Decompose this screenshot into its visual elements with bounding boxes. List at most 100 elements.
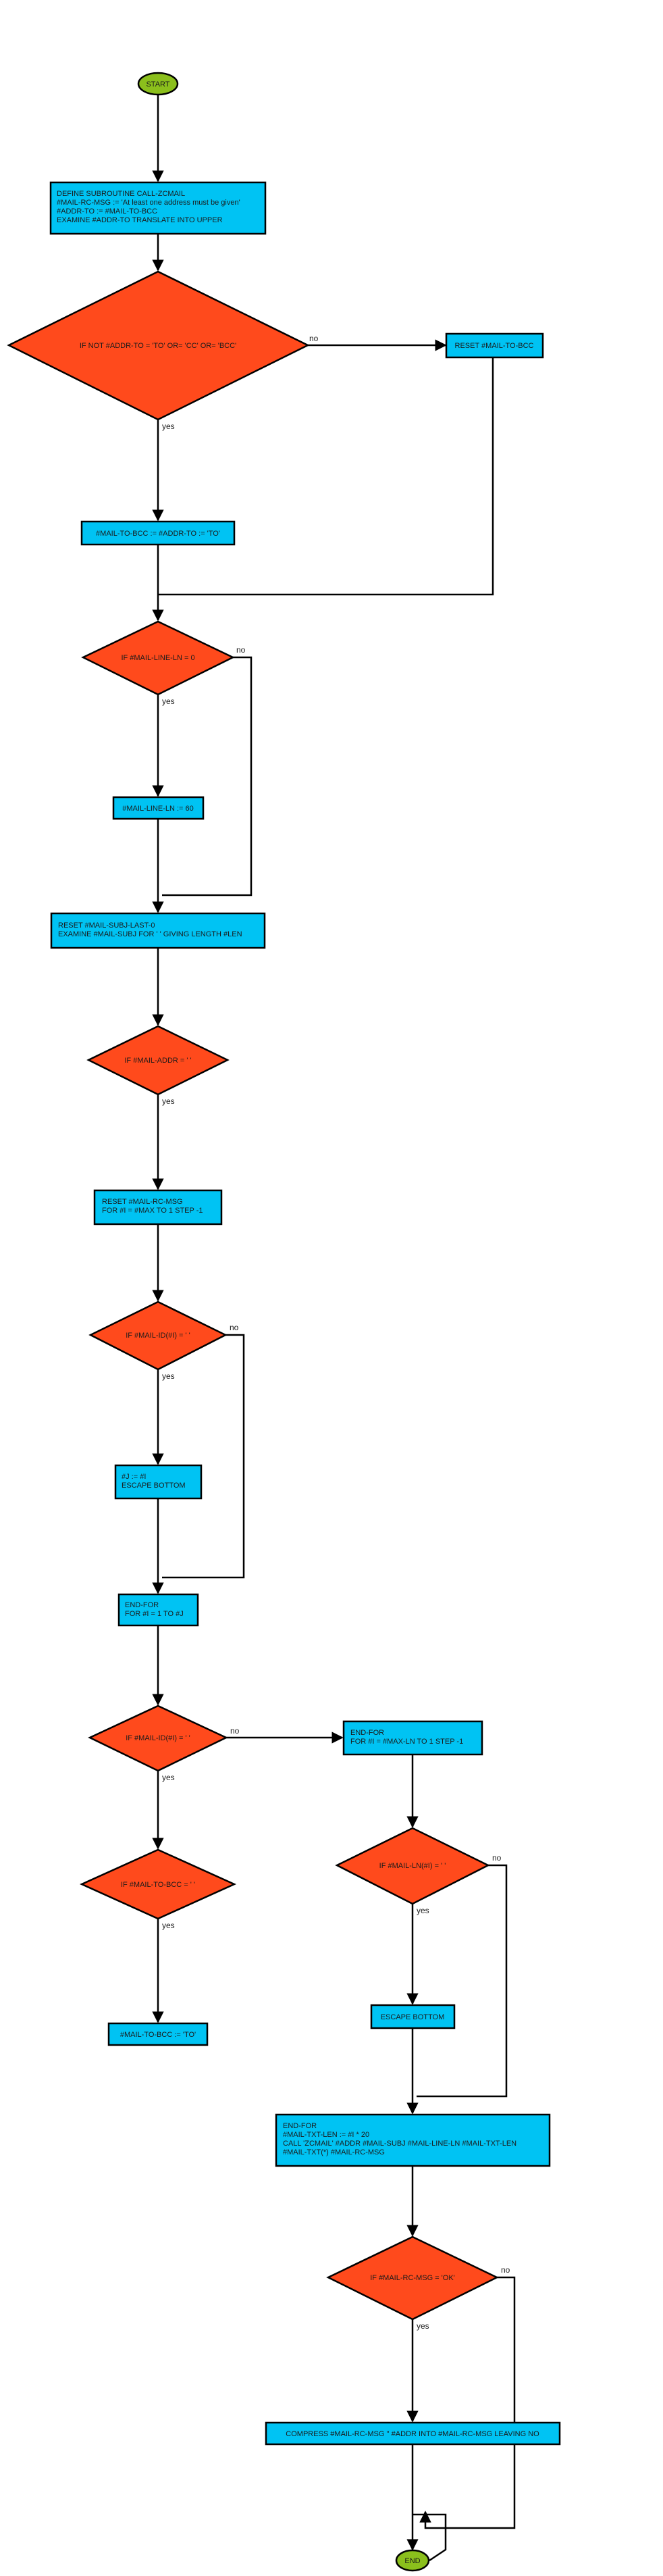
process-shape	[49, 181, 267, 235]
process-escape-bottom-2[interactable]: ESCAPE BOTTOM	[370, 2004, 456, 2029]
process-set-mail-to-bcc[interactable]: #MAIL-TO-BCC := #ADDR-TO := 'TO'	[80, 520, 236, 546]
label-d1-no: no	[309, 334, 319, 343]
process-line: END-FOR	[125, 1601, 159, 1609]
process-shape	[445, 332, 544, 359]
process-line: FOR #I = #MAX TO 1 STEP -1	[102, 1207, 203, 1215]
label-d1-yes: yes	[162, 422, 175, 431]
label-d2-yes: yes	[162, 697, 175, 706]
process-reset-subj[interactable]: RESET #MAIL-SUBJ-LAST-0 EXAMINE #MAIL-SU…	[50, 912, 266, 949]
edge-end-loop	[413, 2513, 447, 2562]
decision-shape	[79, 1848, 237, 1920]
nodes: START DEFINE SUBROUTINE CALL-ZCMAIL #MAI…	[7, 72, 561, 2572]
decision-mail-ln[interactable]: IF #MAIL-LN(#I) = ' '	[335, 1827, 490, 1905]
start-label: START	[146, 80, 169, 89]
process-shape	[114, 1464, 203, 1500]
process-compress[interactable]: COMPRESS #MAIL-RC-MSG '' #ADDR INTO #MAI…	[265, 2421, 561, 2446]
process-line: #MAIL-TXT-LEN := #I * 20	[283, 2131, 369, 2139]
process-shape	[275, 2113, 551, 2167]
process-line: RESET #MAIL-SUBJ-LAST-0	[58, 921, 155, 930]
process-shape	[80, 520, 236, 546]
process-line: END-FOR	[350, 1729, 384, 1737]
process-label: COMPRESS #MAIL-RC-MSG '' #ADDR INTO #MAI…	[286, 2430, 539, 2438]
process-shape	[117, 1593, 199, 1627]
process-shape	[265, 2421, 561, 2446]
process-shape	[107, 2022, 209, 2046]
decision-label: IF #MAIL-ID(#I) = ' '	[126, 1332, 190, 1340]
edge-labels: no yes no yes yes no yes no yes yes no y…	[162, 334, 510, 2331]
process-shape	[342, 1720, 483, 1756]
process-shape	[112, 796, 205, 820]
decision-mail-addr[interactable]: IF #MAIL-ADDR = ' '	[86, 1025, 230, 1096]
process-shape	[93, 1189, 223, 1226]
process-line: FOR #I = #MAX-LN TO 1 STEP -1	[350, 1738, 463, 1746]
decision-label: IF #MAIL-LN(#I) = ' '	[379, 1862, 446, 1870]
decision-label: IF #MAIL-LINE-LN = 0	[121, 654, 194, 662]
process-label: #MAIL-TO-BCC := 'TO'	[120, 2031, 196, 2039]
label-d3-yes: yes	[162, 1096, 175, 1106]
process-set-to[interactable]: #MAIL-TO-BCC := 'TO'	[107, 2022, 209, 2046]
process-end-for-2[interactable]: END-FOR FOR #I = #MAX-LN TO 1 STEP -1	[342, 1720, 483, 1756]
decision-shape	[86, 1025, 230, 1096]
process-label: ESCAPE BOTTOM	[381, 2013, 445, 2021]
process-set-line-ln[interactable]: #MAIL-LINE-LN := 60	[112, 796, 205, 820]
decision-mail-id-1[interactable]: IF #MAIL-ID(#I) = ' '	[88, 1300, 228, 1371]
process-line: FOR #I = 1 TO #J	[125, 1610, 184, 1618]
process-line: #J := #I	[122, 1473, 146, 1481]
label-d6-yes: yes	[162, 1921, 175, 1930]
decision-label: IF #MAIL-TO-BCC = ' '	[121, 1881, 195, 1889]
label-d7-yes: yes	[417, 1906, 429, 1915]
edge-d2-no	[162, 656, 253, 896]
process-end-for-1[interactable]: END-FOR FOR #I = 1 TO #J	[117, 1593, 199, 1627]
decision-addr-to[interactable]: IF NOT #ADDR-TO = 'TO' OR= 'CC' OR= 'BCC…	[7, 270, 310, 421]
decision-shape	[81, 620, 235, 696]
start-node[interactable]: START	[137, 72, 179, 96]
process-line: EXAMINE #ADDR-TO TRANSLATE INTO UPPER	[57, 216, 223, 224]
decision-shape	[7, 270, 310, 421]
process-label: RESET #MAIL-TO-BCC	[455, 342, 534, 350]
terminal-shape	[137, 72, 179, 96]
decision-mail-line-ln[interactable]: IF #MAIL-LINE-LN = 0	[81, 620, 235, 696]
decision-label: IF NOT #ADDR-TO = 'TO' OR= 'CC' OR= 'BCC…	[80, 342, 236, 350]
process-label: #MAIL-TO-BCC := #ADDR-TO := 'TO'	[96, 530, 220, 538]
process-line: #MAIL-RC-MSG := 'At least one address mu…	[57, 199, 240, 207]
decision-shape	[88, 1704, 228, 1772]
label-d5-no: no	[230, 1726, 240, 1736]
decision-mail-id-2[interactable]: IF #MAIL-ID(#I) = ' '	[88, 1704, 228, 1772]
decision-label: IF #MAIL-ID(#I) = ' '	[126, 1734, 190, 1742]
edge-d4-no	[162, 1334, 245, 1579]
label-d5-yes: yes	[162, 1773, 175, 1782]
process-shape	[370, 2004, 456, 2029]
process-call-zcmail[interactable]: END-FOR #MAIL-TXT-LEN := #I * 20 CALL 'Z…	[275, 2113, 551, 2167]
process-reset-mail-to-bcc[interactable]: RESET #MAIL-TO-BCC	[445, 332, 544, 359]
label-d8-no: no	[501, 2265, 510, 2275]
connectors	[152, 95, 516, 2562]
label-d4-yes: yes	[162, 1371, 175, 1381]
process-line: DEFINE SUBROUTINE CALL-ZCMAIL	[57, 190, 185, 198]
process-escape-bottom-1[interactable]: #J := #I ESCAPE BOTTOM	[114, 1464, 203, 1500]
process-line: #MAIL-TXT(*) #MAIL-RC-MSG	[283, 2148, 385, 2156]
process-line: CALL 'ZCMAIL' #ADDR #MAIL-SUBJ #MAIL-LIN…	[283, 2140, 516, 2148]
process-label: #MAIL-LINE-LN := 60	[122, 805, 193, 813]
decision-shape	[335, 1827, 490, 1905]
process-line: END-FOR	[283, 2122, 317, 2130]
decision-mail-to-bcc[interactable]: IF #MAIL-TO-BCC = ' '	[79, 1848, 237, 1920]
decision-rc-msg[interactable]: IF #MAIL-RC-MSG = 'OK'	[326, 2236, 499, 2321]
label-d7-no: no	[492, 1853, 502, 1863]
process-define-subroutine[interactable]: DEFINE SUBROUTINE CALL-ZCMAIL #MAIL-RC-M…	[49, 181, 267, 235]
label-d8-yes: yes	[417, 2321, 429, 2331]
process-shape	[50, 912, 266, 949]
edge-d7-no	[417, 1864, 508, 2098]
label-d4-no: no	[230, 1323, 239, 1332]
decision-shape	[326, 2236, 499, 2321]
process-line: #ADDR-TO := #MAIL-TO-BCC	[57, 207, 157, 216]
decision-label: IF #MAIL-RC-MSG = 'OK'	[370, 2274, 455, 2282]
process-line: ESCAPE BOTTOM	[122, 1482, 186, 1490]
process-line: RESET #MAIL-RC-MSG	[102, 1198, 183, 1206]
edge-d8-no	[419, 2276, 516, 2529]
decision-shape	[88, 1300, 228, 1371]
process-reset-rc-msg[interactable]: RESET #MAIL-RC-MSG FOR #I = #MAX TO 1 ST…	[93, 1189, 223, 1226]
terminal-shape	[395, 2549, 430, 2572]
edge-n2-merge	[158, 357, 494, 596]
end-node[interactable]: END	[395, 2549, 430, 2572]
